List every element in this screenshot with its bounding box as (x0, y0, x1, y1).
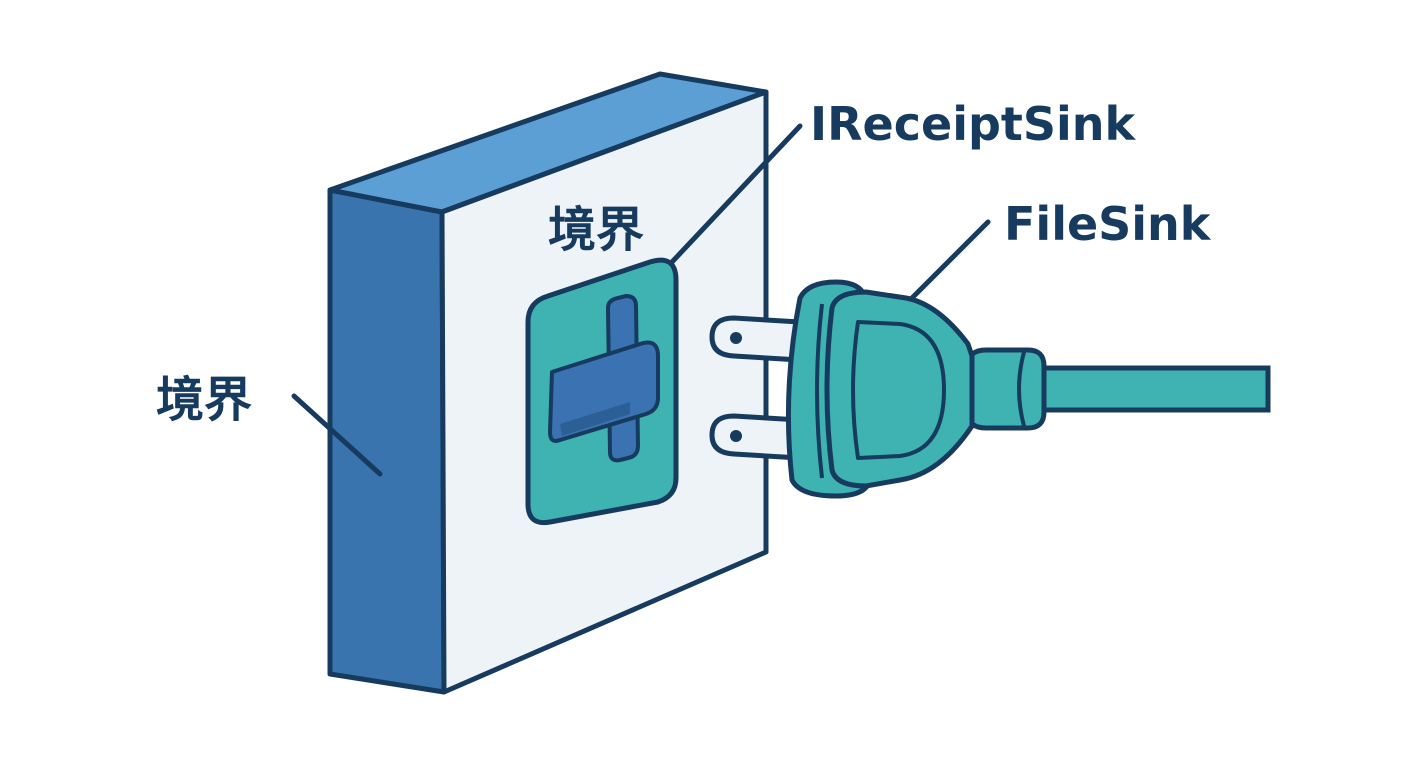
leader-interface (669, 123, 803, 265)
wall-side-label: 境界 (156, 372, 252, 428)
plug-prong-bottom (709, 413, 803, 461)
power-socket-icon (525, 257, 679, 526)
leader-implementation (909, 219, 991, 301)
socket-slot-horizontal (548, 340, 660, 443)
plug-face-edge (815, 303, 824, 479)
socket-slot-shadow (560, 402, 630, 436)
wall-front-label: 境界 (548, 202, 644, 258)
interface-label: IReceiptSink (810, 97, 1137, 151)
power-plug-icon (709, 279, 1271, 499)
leader-wall-side (291, 393, 383, 477)
plug-strain-relief (965, 347, 1047, 431)
plug-grip-outline (851, 320, 946, 460)
callout-lines (291, 123, 991, 477)
plug-body (824, 289, 975, 489)
plug-strain-relief-ring (1017, 351, 1026, 427)
plug-prong-top (709, 315, 803, 363)
plug-cord (1023, 365, 1271, 413)
implementation-label: FileSink (1004, 197, 1212, 251)
